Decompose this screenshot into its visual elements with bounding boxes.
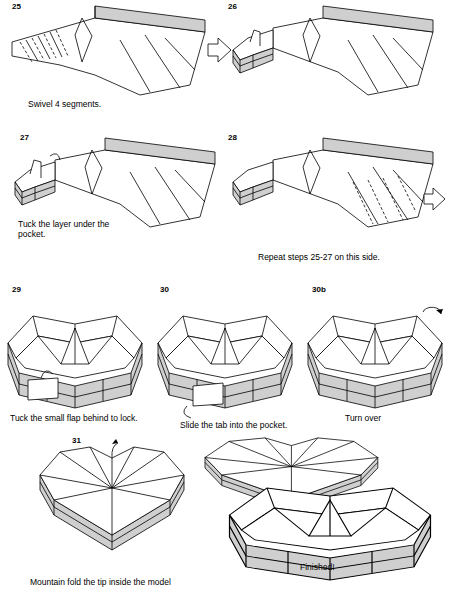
next-arrow bbox=[424, 188, 445, 210]
small-flap bbox=[28, 378, 58, 400]
small-flap bbox=[250, 30, 260, 46]
crease-line bbox=[165, 38, 195, 70]
lid bbox=[40, 447, 184, 550]
segment-line bbox=[95, 6, 96, 18]
fold-arrow bbox=[112, 443, 118, 458]
arrow-head bbox=[436, 309, 443, 314]
tuck-arrow bbox=[50, 154, 60, 160]
tab bbox=[193, 383, 223, 406]
kite-flap bbox=[75, 18, 92, 62]
step-30-drawing bbox=[158, 316, 292, 418]
mountain-folds bbox=[26, 32, 62, 61]
box bbox=[230, 488, 431, 580]
step-number: 29 bbox=[12, 285, 21, 294]
instruction-text: Swivel 4 segments. bbox=[28, 100, 101, 110]
crease-line bbox=[145, 35, 180, 88]
step-30b-drawing bbox=[308, 307, 443, 408]
paper-face bbox=[12, 18, 205, 95]
wall-band bbox=[95, 6, 205, 32]
step-number: 28 bbox=[228, 133, 237, 142]
box bbox=[8, 316, 142, 408]
crease-line bbox=[120, 40, 150, 92]
step-number: 25 bbox=[12, 2, 21, 11]
step-26-drawing bbox=[233, 6, 433, 95]
step-number: 31 bbox=[72, 436, 81, 445]
step-number: 30 bbox=[160, 285, 169, 294]
step-number: 27 bbox=[20, 133, 29, 142]
step-31-drawing bbox=[40, 439, 184, 550]
instruction-text: Turn over bbox=[345, 414, 381, 424]
valley-folds bbox=[353, 176, 416, 224]
strip bbox=[233, 6, 433, 95]
box bbox=[308, 316, 442, 408]
box bbox=[158, 316, 292, 408]
step-number: 30b bbox=[312, 285, 326, 294]
valley-folds bbox=[20, 30, 68, 62]
step-number: 26 bbox=[228, 2, 237, 11]
instruction-text: Mountain fold the tip inside the model bbox=[30, 578, 171, 588]
instruction-text: Repeat steps 25-27 on this side. bbox=[258, 253, 380, 263]
next-arrow bbox=[208, 38, 231, 62]
instruction-text: Tuck the layer under the pocket. bbox=[18, 220, 116, 240]
tuck-arrow bbox=[41, 371, 53, 378]
instruction-text: Finished! bbox=[300, 563, 335, 573]
strip bbox=[15, 138, 215, 227]
tucked-layer bbox=[30, 160, 41, 178]
slide-arrow bbox=[184, 406, 191, 418]
instruction-text: Tuck the small flap behind to lock. bbox=[10, 414, 138, 424]
arrow-head bbox=[112, 439, 118, 444]
step-25-drawing bbox=[12, 6, 231, 95]
step-28-drawing bbox=[233, 138, 445, 227]
finished-drawing bbox=[205, 438, 431, 580]
instruction-text: Slide the tab into the pocket. bbox=[180, 421, 287, 431]
step-29-drawing bbox=[8, 316, 142, 408]
strip bbox=[233, 138, 433, 227]
step-27-drawing bbox=[15, 138, 215, 227]
